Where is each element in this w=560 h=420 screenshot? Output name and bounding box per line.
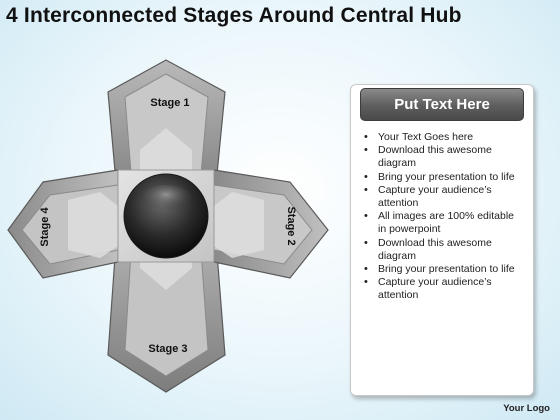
list-item: Bring your presentation to life [362, 263, 522, 276]
stage-2-label: Stage 2 [285, 206, 297, 245]
hub-sphere [123, 173, 209, 259]
list-item: Capture your audience’s attention [362, 276, 522, 302]
list-item: All images are 100% editable in powerpoi… [362, 210, 522, 236]
stage-4-arm [7, 169, 119, 279]
stage-3-label: Stage 3 [148, 343, 187, 355]
list-item: Download this awesome diagram [362, 237, 522, 263]
bullet-list: Your Text Goes here Download this awesom… [362, 131, 522, 303]
hub-diagram: Stage 1 Stage 2 Stage 3 Stage 4 [7, 59, 329, 393]
list-item: Bring your presentation to life [362, 171, 522, 184]
list-item: Download this awesome diagram [362, 144, 522, 170]
page-title: 4 Interconnected Stages Around Central H… [6, 4, 462, 27]
list-item: Your Text Goes here [362, 131, 522, 144]
list-item: Capture your audience’s attention [362, 184, 522, 210]
stage-2-arm [213, 169, 329, 279]
stage-1-label: Stage 1 [150, 97, 189, 109]
panel-heading: Put Text Here [360, 88, 524, 121]
stage-4-label: Stage 4 [39, 207, 51, 247]
logo-text: Your Logo [503, 403, 550, 414]
